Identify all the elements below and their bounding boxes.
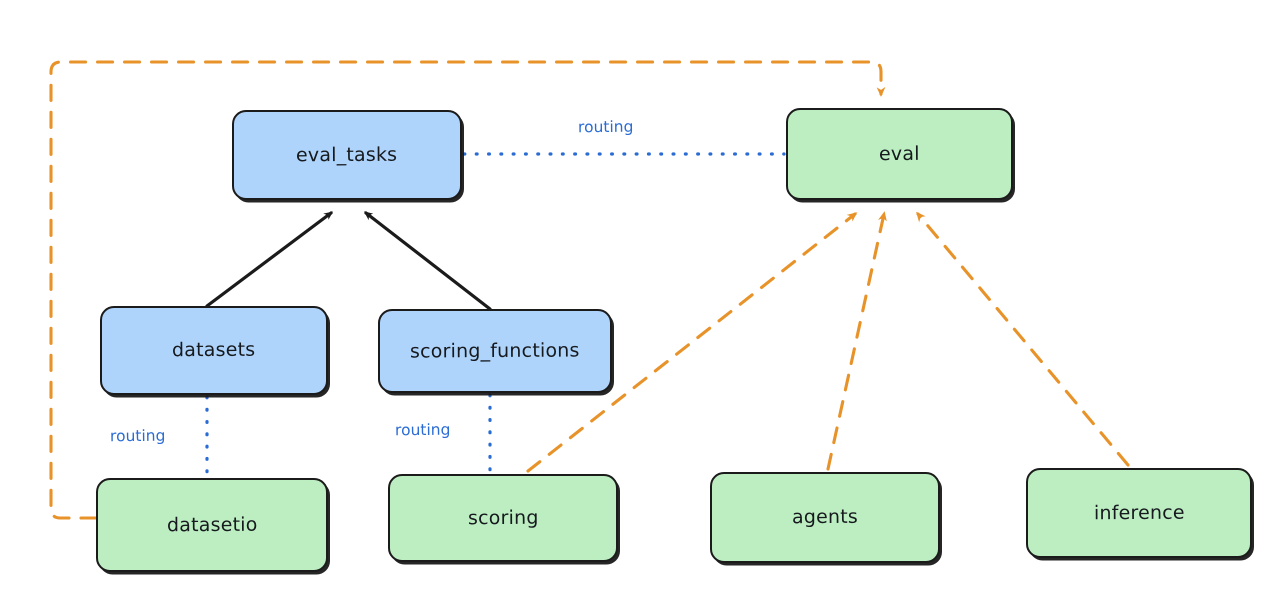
edge-label-routing-datasetio: routing [109, 426, 166, 446]
node-label: eval [879, 142, 920, 165]
edge-datasetio-eval [49, 60, 886, 520]
node-label: datasetio [166, 513, 258, 536]
node-label: datasets [172, 338, 256, 362]
node-label: agents [791, 505, 859, 529]
node-label: scoring [467, 506, 539, 529]
edge-label-routing-scoring: routing [394, 420, 451, 440]
node-scoring[interactable]: scoring [388, 474, 618, 562]
node-scoring-functions[interactable]: scoring_functions [378, 309, 612, 393]
node-eval-tasks[interactable]: eval_tasks [232, 110, 462, 200]
node-inference[interactable]: inference [1026, 468, 1252, 558]
edge-agents-eval [826, 211, 887, 471]
node-label: eval_tasks [296, 143, 398, 166]
edge-scoringfn-eval_tasks [363, 211, 492, 311]
node-eval[interactable]: eval [786, 108, 1013, 200]
node-label: scoring_functions [410, 338, 580, 363]
edge-inference-eval [916, 211, 1130, 467]
node-agents[interactable]: agents [710, 472, 940, 563]
node-datasets[interactable]: datasets [100, 306, 328, 395]
node-datasetio[interactable]: datasetio [96, 478, 328, 572]
edge-label-routing-eval: routing [577, 117, 634, 137]
node-label: inference [1093, 501, 1185, 524]
edge-datasets-eval_tasks [205, 211, 334, 308]
